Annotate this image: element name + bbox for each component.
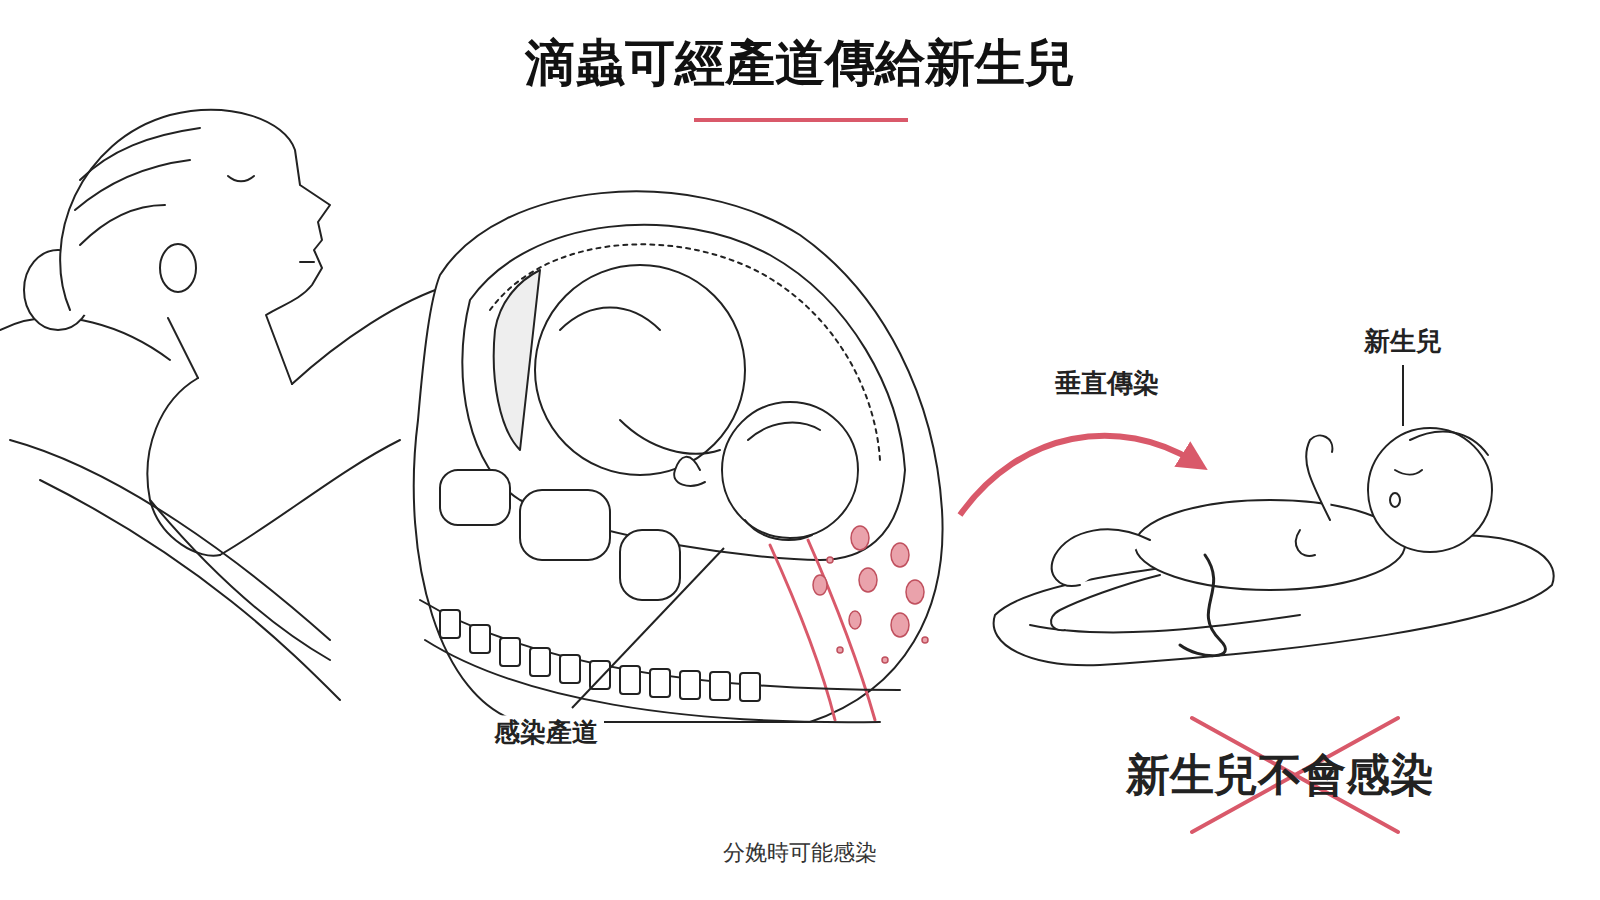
diagram-title: 滴蟲可經產道傳給新生兒 (525, 33, 1075, 93)
transmission-arrow (960, 436, 1195, 515)
diagram-caption: 分娩時可能感染 (717, 838, 883, 868)
crossed-statement: 新生兒不會感染 (1126, 749, 1434, 802)
trichomonas-organisms (813, 526, 928, 663)
arrow-label: 垂直傳染 (1049, 366, 1165, 401)
part-label: 感染產道 (488, 715, 604, 750)
mother-figure (0, 110, 450, 700)
newborn-figure (994, 428, 1554, 665)
leader-line (1402, 365, 1404, 426)
part-label: 新生兒 (1358, 324, 1448, 359)
title-underline (694, 118, 908, 122)
leader-line (572, 548, 724, 708)
uterus-cross-section (414, 191, 943, 722)
